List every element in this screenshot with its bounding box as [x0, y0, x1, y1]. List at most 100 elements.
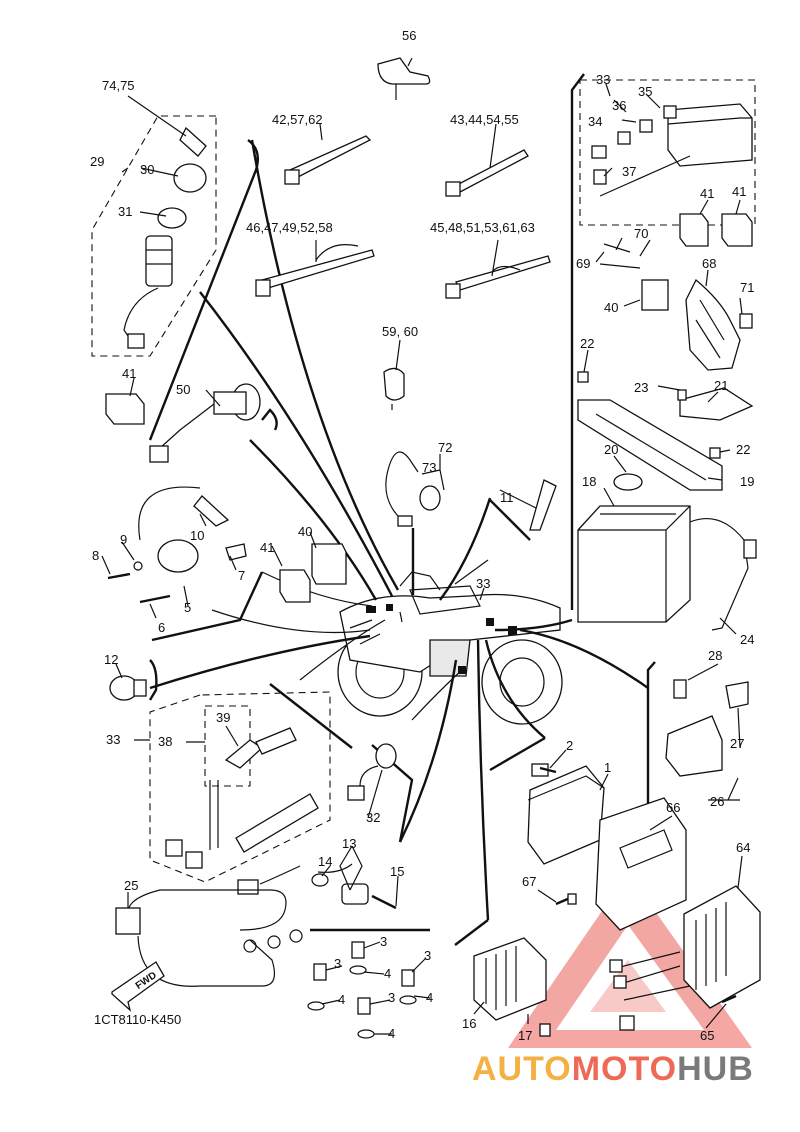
callout-69: 69 [576, 256, 590, 271]
callout-39: 39 [216, 710, 230, 725]
callout-1: 1 [604, 760, 611, 775]
callout-16: 16 [462, 1016, 476, 1031]
watermark-hub: HUB [677, 1050, 754, 1088]
callout-4-c: 4 [426, 990, 433, 1005]
callout-3-a: 3 [380, 934, 387, 949]
part-tray-19 [577, 371, 754, 491]
callout-5: 5 [184, 600, 191, 615]
part-regulator-16 [473, 937, 551, 1037]
part-tie-45 [445, 255, 551, 299]
part-clamp-56 [377, 57, 431, 100]
watermark-text: AUTOMOTOHUB [472, 1050, 754, 1088]
callout-2: 2 [566, 738, 573, 753]
callout-42-57-62: 42,57,62 [272, 112, 323, 127]
callout-43-44-54-55: 43,44,54,55 [450, 112, 519, 127]
callout-14: 14 [318, 854, 332, 869]
callout-24: 24 [740, 632, 754, 647]
callout-23: 23 [634, 380, 648, 395]
callout-41-r2: 41 [732, 184, 746, 199]
callout-70: 70 [634, 226, 648, 241]
atv-vehicle [337, 571, 563, 725]
callout-25: 25 [124, 878, 138, 893]
part-tie-46 [255, 244, 375, 297]
callout-50: 50 [176, 382, 190, 397]
callout-29: 29 [90, 154, 104, 169]
part-relays-41-right [679, 213, 753, 247]
callout-64: 64 [736, 840, 750, 855]
callout-71: 71 [740, 280, 754, 295]
callout-33-left: 33 [106, 732, 120, 747]
callout-36: 36 [612, 98, 626, 113]
callout-15: 15 [390, 864, 404, 879]
callout-40-mid: 40 [298, 524, 312, 539]
callout-74-75: 74,75 [102, 78, 135, 93]
part-clip-59 [383, 367, 405, 410]
part-starter-relay [665, 679, 749, 777]
callout-31: 31 [118, 204, 132, 219]
svg-text:AUTOMOTOHUB: AUTOMOTOHUB [472, 1050, 754, 1088]
part-relay-40-mid [311, 543, 347, 585]
callout-22-a: 22 [580, 336, 594, 351]
callout-3-d: 3 [388, 990, 395, 1005]
callout-7: 7 [238, 568, 245, 583]
callout-56: 56 [402, 28, 416, 43]
callout-41-r1: 41 [700, 186, 714, 201]
part-battery-harness [115, 889, 303, 987]
callout-12: 12 [104, 652, 118, 667]
part-sensor-11 [529, 479, 557, 531]
callout-11: 11 [500, 490, 514, 505]
watermark-moto: MOTO [572, 1050, 677, 1088]
callout-73: 73 [422, 460, 436, 475]
callout-68: 68 [702, 256, 716, 271]
callout-37: 37 [622, 164, 636, 179]
callout-6: 6 [158, 620, 165, 635]
callout-3-c: 3 [334, 956, 341, 971]
callout-46-47-49-52-58: 46,47,49,52,58 [246, 220, 333, 235]
callout-17: 17 [518, 1028, 532, 1043]
callout-labels: 74,75 29 30 31 41 50 56 42,57,62 43,44,5… [90, 28, 754, 1043]
callout-9: 9 [120, 532, 127, 547]
callout-72: 72 [438, 440, 452, 455]
part-ecu-1 [527, 763, 605, 865]
callout-59-60: 59, 60 [382, 324, 418, 339]
part-switch-32 [347, 743, 397, 801]
fwd-arrow: FWD [111, 961, 165, 1012]
callout-4-b: 4 [338, 992, 345, 1007]
part-wire-72 [385, 451, 441, 527]
callout-41-mid: 41 [260, 540, 274, 555]
part-bracket-68 [599, 243, 753, 371]
callout-26: 26 [710, 794, 724, 809]
callout-33-right: 33 [596, 72, 610, 87]
callout-66: 66 [666, 800, 680, 815]
callout-4-a: 4 [384, 966, 391, 981]
part-fuse-box [591, 103, 753, 197]
callout-27: 27 [730, 736, 744, 751]
part-tie-43 [445, 149, 529, 197]
part-bolt-67-2 [539, 766, 577, 906]
callout-67: 67 [522, 874, 536, 889]
part-sensor-12 [109, 675, 147, 701]
callout-3-b: 3 [424, 948, 431, 963]
callout-8: 8 [92, 548, 99, 563]
part-relay-41-left [105, 393, 145, 425]
part-relay-41-mid [279, 569, 311, 603]
part-screws [307, 941, 417, 1039]
callout-32: 32 [366, 810, 380, 825]
callout-18: 18 [582, 474, 596, 489]
callout-35: 35 [638, 84, 652, 99]
callout-40-right: 40 [604, 300, 618, 315]
part-ignition-coil [107, 486, 247, 604]
leader-curves [149, 139, 649, 921]
callout-65: 65 [700, 1028, 714, 1043]
callout-20: 20 [604, 442, 618, 457]
drawing-code: 1CT8110-K450 [94, 1012, 181, 1027]
part-rectifier-64 [609, 885, 761, 1031]
callout-13: 13 [342, 836, 356, 851]
callout-34: 34 [588, 114, 602, 129]
part-subharness [165, 727, 319, 869]
callout-21: 21 [714, 378, 728, 393]
part-sensor-13 [237, 865, 397, 910]
callout-30: 30 [140, 162, 154, 177]
part-bracket-66 [595, 797, 687, 931]
